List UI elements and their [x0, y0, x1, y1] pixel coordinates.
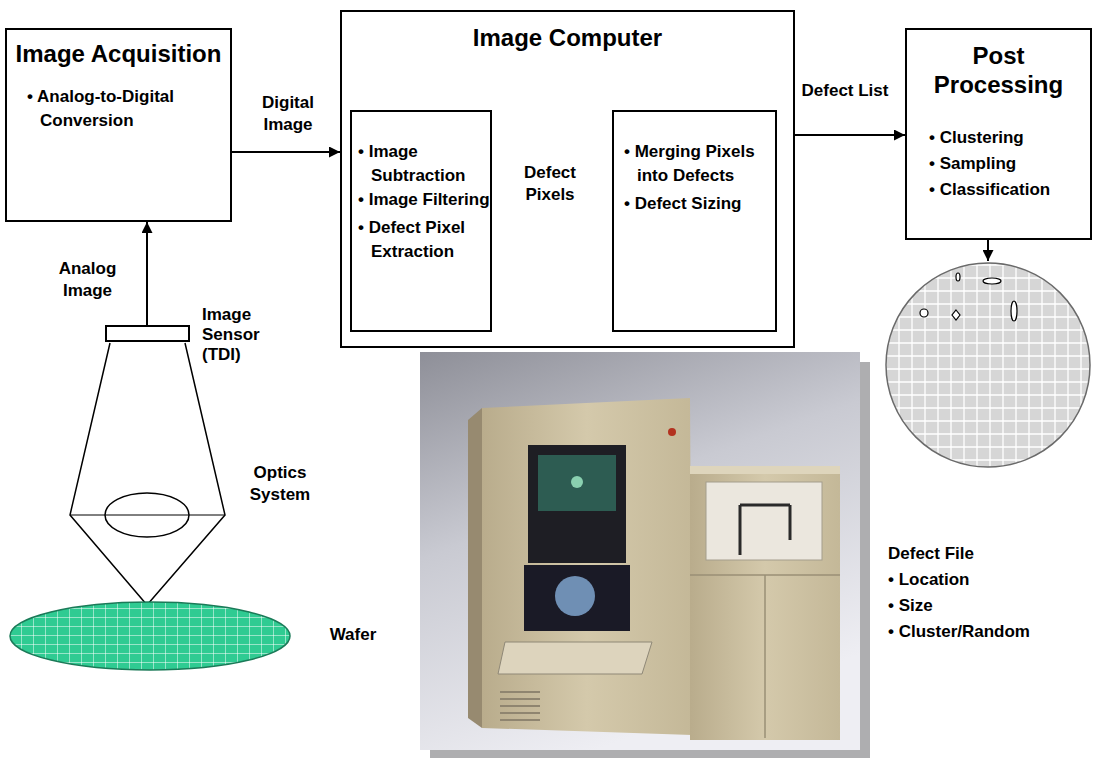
- wafer-map-disc: [886, 263, 1090, 467]
- screen: [538, 455, 616, 511]
- door-seam: [764, 575, 766, 738]
- box-text: • Analog-to-Digital Conversion: [27, 85, 190, 133]
- text-group: Post Processing• Clustering• Sampling• C…: [915, 42, 1082, 202]
- process-box: Image Acquisition • Analog-to-Digital Con…: [5, 28, 232, 222]
- connector-label: Defect Pixels: [503, 162, 597, 206]
- wafer-outline: [10, 602, 290, 670]
- box-title: Post Processing: [915, 42, 1082, 100]
- box-text: • Location: [888, 568, 1091, 592]
- box-text: • Defect Sizing: [624, 192, 762, 216]
- arrow-connector: [232, 151, 340, 153]
- arrow-connector: [146, 222, 148, 325]
- cone-line: [70, 343, 147, 605]
- box-text: • Size: [888, 594, 1091, 618]
- wafer-grid: [10, 602, 290, 670]
- process-box: • Image Subtraction• Image Filtering• De…: [350, 110, 492, 332]
- handler-top: [690, 466, 840, 474]
- lens-axis: [70, 515, 225, 516]
- box-text: • Image Filtering: [358, 188, 501, 212]
- box-text: • Defect Pixel Extraction: [358, 216, 501, 264]
- wafer-map-outline: [884, 261, 1092, 469]
- arrow-connector: [987, 240, 989, 261]
- box-text: • Sampling: [929, 152, 1096, 176]
- defect-marks: [920, 273, 1017, 321]
- connector-label: Defect List: [795, 80, 895, 102]
- wafer-disc: [10, 602, 290, 670]
- process-box: • Merging Pixels into Defects • Defect Si…: [612, 110, 777, 332]
- connector-label: Digital Image: [243, 92, 333, 136]
- wafer-map: Defect File• Location• Size• Cluster/Ran…: [884, 261, 1092, 469]
- keyboard-tray: [498, 642, 652, 674]
- text-group: • Image Subtraction• Image Filtering• De…: [358, 140, 484, 264]
- photo-ground: [420, 352, 860, 750]
- text-group: Defect File• Location• Size• Cluster/Ran…: [888, 541, 1088, 644]
- part-label: Wafer: [318, 624, 388, 646]
- handler-cabinet: [690, 474, 840, 740]
- box-text: • Cluster/Random: [888, 620, 1091, 644]
- optics-cone: [70, 343, 225, 605]
- process-box: Post Processing• Clustering• Sampling• C…: [905, 28, 1092, 240]
- wafer-map-border: [886, 263, 1090, 467]
- part-label: Optics System: [236, 462, 324, 506]
- arrow-connector: [777, 134, 905, 136]
- box-title: Image Acquisition: [15, 40, 222, 69]
- box-text: • Image Subtraction: [358, 140, 501, 188]
- indicator-light: [668, 428, 676, 436]
- box-text: Image Sensor (TDI): [202, 305, 277, 365]
- box-text: • Classification: [929, 178, 1096, 202]
- wafer-figure: [10, 602, 290, 670]
- text-group: Image Computer: [350, 24, 785, 53]
- monitor: [528, 445, 626, 563]
- machine-photo: [420, 352, 870, 758]
- text-group: Image Sensor (TDI): [202, 305, 277, 365]
- panel: [524, 565, 630, 631]
- box-title: Image Computer: [350, 24, 785, 53]
- cabinet-side: [468, 408, 482, 728]
- screen-dot: [571, 476, 583, 488]
- box-text: Defect File: [888, 541, 1088, 566]
- lens-symbol: [105, 493, 189, 537]
- cone-line: [147, 343, 225, 605]
- robot-arm: [740, 505, 790, 555]
- vent-grill: [500, 692, 540, 720]
- connector-label: Analog Image: [40, 258, 135, 302]
- wafer-map-grid: [884, 261, 1092, 469]
- box-text: • Merging Pixels into Defects: [624, 140, 762, 188]
- cabinet-front: [482, 398, 692, 735]
- box-text: • Clustering: [929, 126, 1096, 150]
- wafer-display: [555, 576, 595, 616]
- handler-window: [706, 482, 822, 560]
- image-sensor: Image Sensor (TDI): [105, 325, 190, 342]
- text-group: • Merging Pixels into Defects • Defect Si…: [620, 140, 769, 216]
- door-seam: [690, 574, 840, 576]
- text-group: Image Acquisition • Analog-to-Digital Con…: [15, 40, 222, 133]
